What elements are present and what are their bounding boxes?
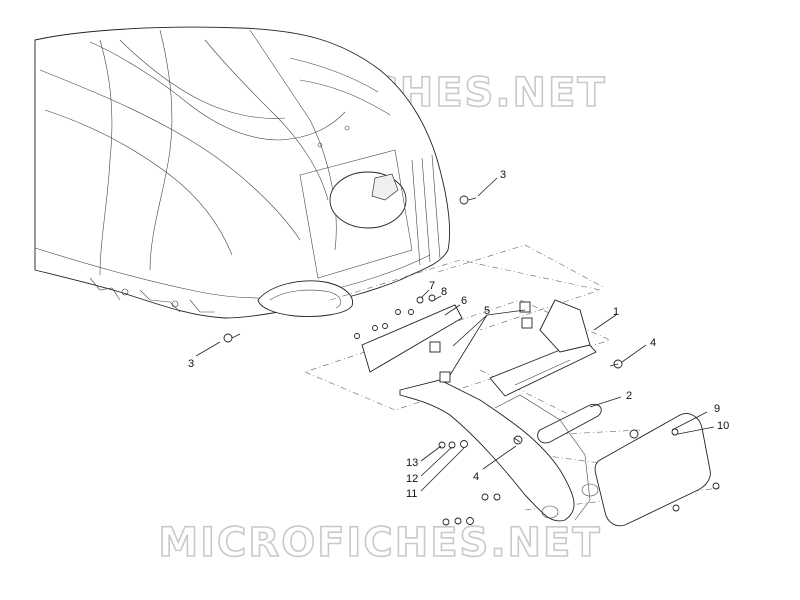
license-plate-holder (399, 379, 599, 522)
leader-lines (195, 177, 715, 492)
callout-13: 13 (406, 457, 418, 469)
callout-4-bottom: 4 (473, 471, 479, 483)
callout-3-top: 3 (500, 169, 506, 181)
callout-6: 6 (461, 295, 467, 307)
rear-body-fairing (34, 26, 450, 319)
callout-labels: 1 2 3 3 4 4 5 6 7 8 9 10 11 12 13 (188, 169, 729, 500)
callout-11: 11 (406, 488, 417, 500)
cover-plate (361, 304, 463, 373)
callout-12: 12 (406, 473, 418, 485)
watermark-bottom: MICROFICHES.NET (158, 520, 601, 566)
callout-9: 9 (714, 403, 720, 415)
callout-5: 5 (484, 305, 490, 317)
support-bracket (489, 299, 597, 397)
callout-10: 10 (717, 420, 729, 432)
callout-3-left: 3 (188, 358, 194, 370)
reflector (537, 403, 602, 444)
callout-2: 2 (626, 390, 632, 402)
callout-7: 7 (429, 280, 435, 292)
license-plate (594, 413, 711, 527)
fasteners (223, 195, 720, 526)
callout-1: 1 (613, 306, 619, 318)
callout-4-right: 4 (650, 337, 656, 349)
callout-8: 8 (441, 286, 447, 298)
